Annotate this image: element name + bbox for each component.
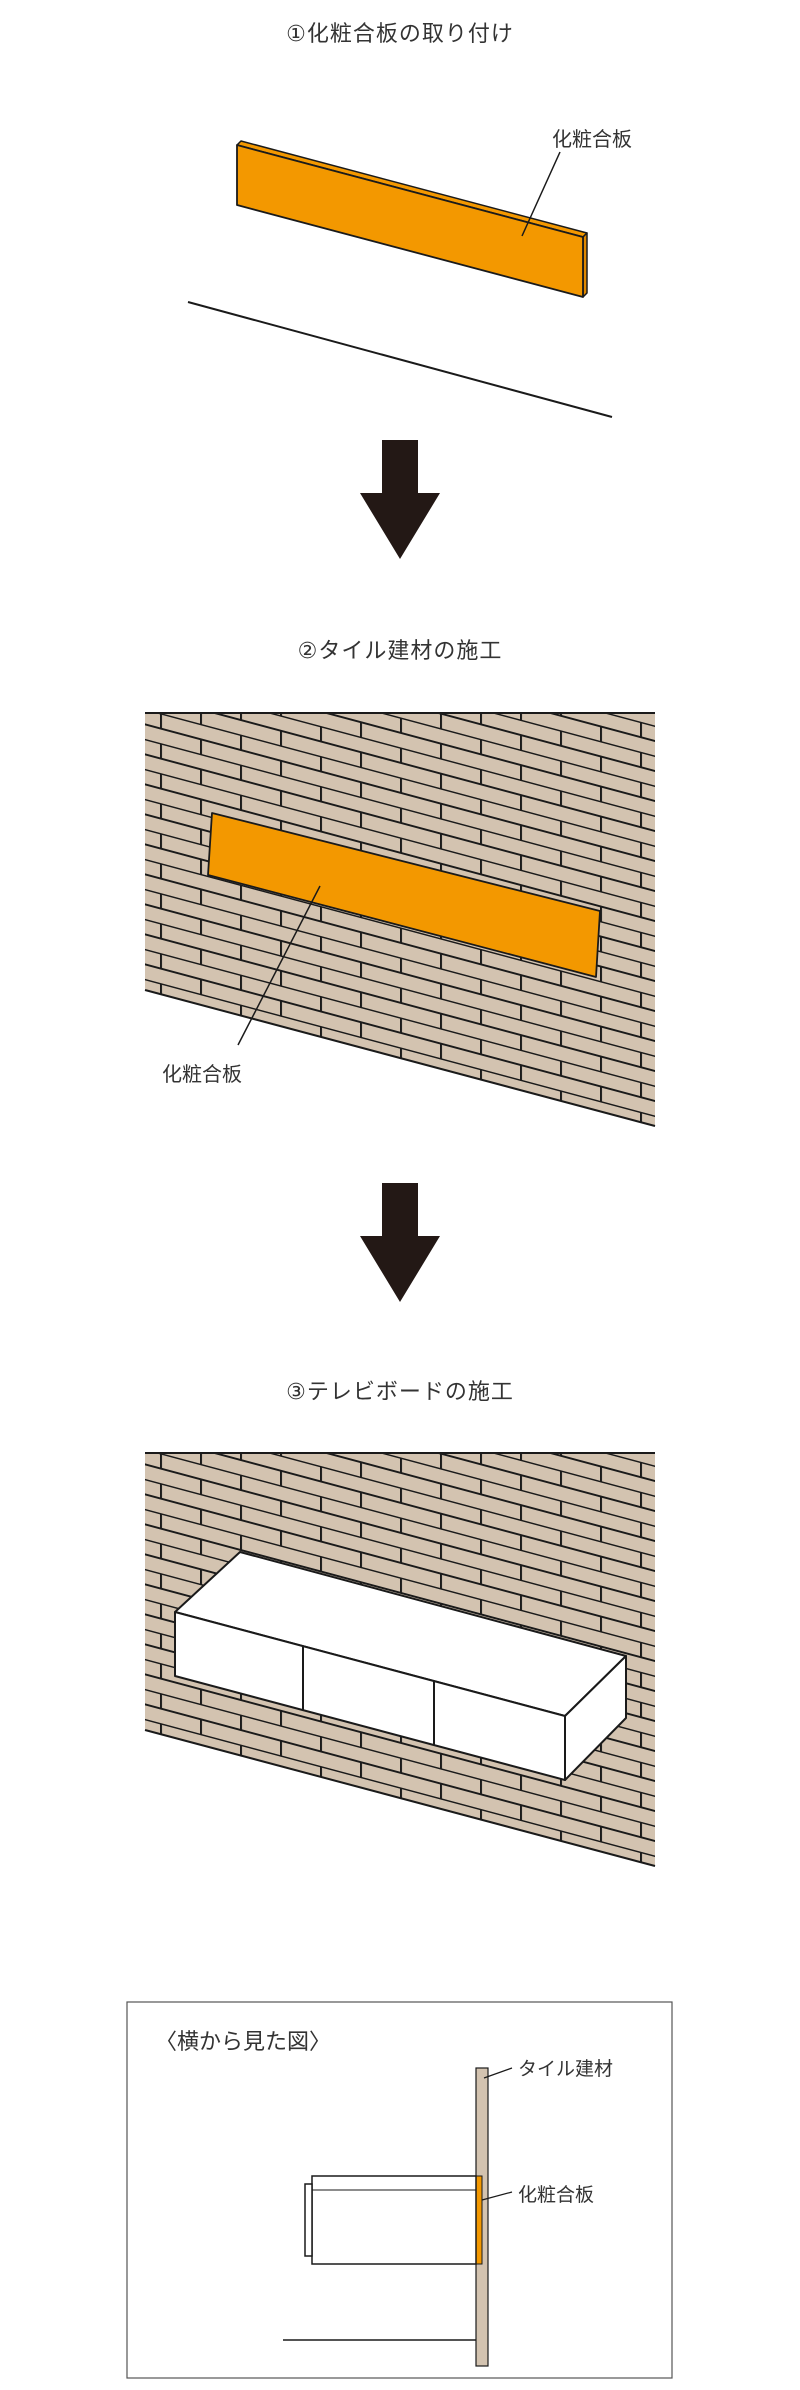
floor-line: [187, 301, 613, 418]
side-plywood-label: 化粧合板: [518, 2184, 595, 2206]
plywood-leader-side: [481, 2191, 513, 2201]
tile-leader: [483, 2067, 513, 2079]
step-1-title: ①化粧合板の取り付け: [286, 22, 514, 47]
step-2-plywood-label: 化粧合板: [162, 1062, 242, 1086]
side-tv-board: [311, 2175, 477, 2265]
tv-board: [174, 1551, 627, 1781]
step-3-illustration: [144, 1452, 656, 1867]
plywood-leader-line: [521, 151, 561, 237]
step-3-title: ③テレビボードの施工: [286, 1380, 514, 1405]
side-view-diagram: [126, 2001, 673, 2379]
tv-board-side: [564, 1655, 627, 1781]
side-view-title: 〈横から見た図〉: [155, 2030, 332, 2055]
side-view-frame: [126, 2001, 673, 2379]
side-plywood: [475, 2175, 483, 2265]
step-1-illustration: [187, 140, 613, 418]
side-tile-label: タイル建材: [518, 2058, 614, 2080]
down-arrow-1: [360, 440, 440, 559]
plywood-cutout: [207, 812, 601, 978]
down-arrow-2: [360, 1183, 440, 1302]
step-2-illustration: [144, 712, 656, 1127]
wall-bottom-edge: [144, 989, 656, 1127]
plywood-board-face: [236, 144, 584, 298]
step-1-plywood-label: 化粧合板: [552, 127, 632, 151]
side-tv-board-drawer-front: [304, 2183, 313, 2257]
step-2-title: ②タイル建材の施工: [297, 639, 503, 664]
plywood-leader-line-2: [237, 885, 321, 1046]
